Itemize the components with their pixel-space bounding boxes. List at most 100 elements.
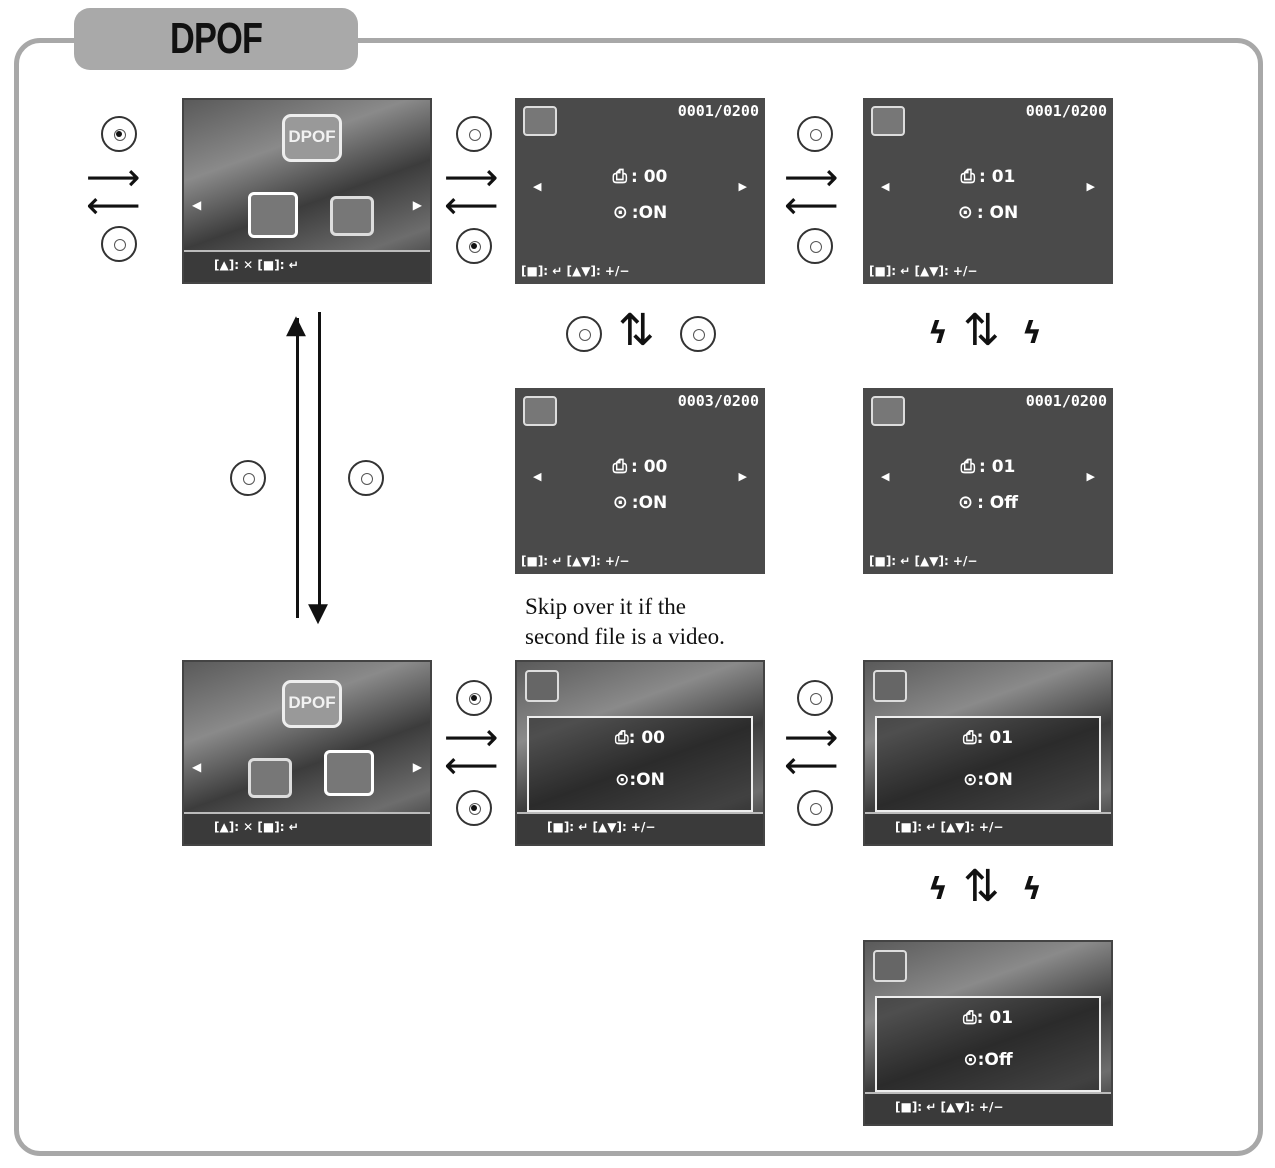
down-flow-line	[318, 312, 321, 610]
clock-icon: ⊙	[613, 492, 628, 513]
dpad-icon	[797, 680, 833, 716]
dpof-menu-screen-top: DPOF ◀ ▶ [▲]: ✕ [■]: ↵	[182, 98, 432, 284]
up-down-arrow-icon: ⇅	[618, 312, 655, 350]
print-count: : 00	[631, 457, 667, 477]
printer-icon: ⎙	[961, 456, 975, 477]
video-thumbnail-icon	[873, 670, 907, 702]
file-counter: 0001/0200	[1026, 392, 1107, 410]
print-count: : 01	[979, 167, 1015, 187]
file-counter: 0001/0200	[1026, 102, 1107, 120]
all-dpof-icon	[330, 196, 374, 236]
left-arrow-icon: ◀	[192, 760, 201, 774]
file-counter: 0001/0200	[678, 102, 759, 120]
printer-icon: ⎙	[615, 728, 629, 748]
dpad-icon	[101, 226, 137, 262]
video-dpof-screen-3: ⎙: 01 ⊙:Off [■]: ↵ [▲▼]: +/−	[863, 940, 1113, 1126]
up-down-arrow-icon: ⇅	[963, 312, 1000, 350]
left-arrow-icon: ⟵	[444, 186, 498, 224]
dpad-icon	[680, 316, 716, 352]
printer-icon: ⎙	[613, 456, 627, 477]
dpad-icon	[456, 680, 492, 716]
title-tab: DPOF	[74, 8, 358, 70]
left-arrow-icon: ⟵	[784, 186, 838, 224]
page-title: DPOF	[170, 14, 262, 64]
screen-footer: [■]: ↵ [▲▼]: +/−	[869, 264, 977, 278]
print-count: : 00	[629, 728, 665, 748]
dpad-icon	[101, 116, 137, 152]
video-dpof-screen-1: ⎙: 00 ⊙:ON [■]: ↵ [▲▼]: +/−	[515, 660, 765, 846]
dpof-setting-screen-2: 0001/0200 ◀ ▶ ⎙: 01 ⊙: ON [■]: ↵ [▲▼]: +…	[863, 98, 1113, 284]
all-dpof-icon	[324, 750, 374, 796]
clock-icon: ⊙	[963, 770, 977, 790]
clock-icon: ⊙	[615, 770, 629, 790]
date-stamp-status: :ON	[632, 203, 667, 223]
date-stamp-status: :ON	[629, 770, 664, 790]
video-skip-note: Skip over it if the second file is a vid…	[525, 592, 725, 652]
left-arrow-icon: ⟵	[784, 746, 838, 784]
clock-icon: ⊙	[963, 1050, 977, 1070]
single-dpof-icon	[248, 758, 292, 798]
date-stamp-status: :ON	[977, 770, 1012, 790]
video-thumbnail-icon	[525, 670, 559, 702]
video-thumbnail-icon	[873, 950, 907, 982]
dpof-setting-screen-1: 0001/0200 ◀ ▶ ⎙: 00 ⊙:ON [■]: ↵ [▲▼]: +/…	[515, 98, 765, 284]
dpad-icon	[348, 460, 384, 496]
setting-panel: ⎙: 01 ⊙:Off	[875, 996, 1101, 1092]
printer-icon: ⎙	[963, 1008, 977, 1028]
dpof-badge: DPOF	[282, 680, 342, 728]
left-arrow-icon: ⟵	[444, 746, 498, 784]
dpad-icon	[456, 116, 492, 152]
print-count: : 01	[979, 457, 1015, 477]
screen-footer: [■]: ↵ [▲▼]: +/−	[521, 554, 629, 568]
screen-footer: [■]: ↵ [▲▼]: +/−	[869, 554, 977, 568]
clock-icon: ⊙	[958, 492, 973, 513]
menu-footer: [▲]: ✕ [■]: ↵	[184, 250, 430, 282]
thumbnail-icon	[523, 106, 557, 136]
flash-icon: ϟ	[1022, 872, 1042, 907]
print-count: : 01	[977, 1008, 1013, 1028]
screen-footer: [■]: ↵ [▲▼]: +/−	[865, 1092, 1111, 1124]
print-count: : 00	[631, 167, 667, 187]
dpad-icon	[566, 316, 602, 352]
date-stamp-status: :Off	[978, 1050, 1013, 1070]
menu-footer: [▲]: ✕ [■]: ↵	[184, 812, 430, 844]
dpof-menu-screen-bottom: DPOF ◀ ▶ [▲]: ✕ [■]: ↵	[182, 660, 432, 846]
printer-icon: ⎙	[613, 166, 627, 187]
date-stamp-status: :ON	[632, 493, 667, 513]
left-arrow-icon: ⟵	[86, 186, 140, 224]
right-arrow-icon: ▶	[413, 760, 422, 774]
flash-icon: ϟ	[928, 872, 948, 907]
print-count: : 01	[977, 728, 1013, 748]
left-arrow-icon: ◀	[192, 198, 201, 212]
printer-icon: ⎙	[963, 728, 977, 748]
thumbnail-icon	[523, 396, 557, 426]
dpof-badge: DPOF	[282, 114, 342, 162]
dpad-icon	[230, 460, 266, 496]
dpad-icon	[456, 790, 492, 826]
file-counter: 0003/0200	[678, 392, 759, 410]
dpad-icon	[456, 228, 492, 264]
clock-icon: ⊙	[613, 202, 628, 223]
dpad-icon	[797, 228, 833, 264]
thumbnail-icon	[871, 106, 905, 136]
down-arrow-icon: ▼	[308, 594, 328, 632]
screen-footer: [■]: ↵ [▲▼]: +/−	[521, 264, 629, 278]
setting-panel: ⎙: 01 ⊙:ON	[875, 716, 1101, 812]
dpof-setting-screen-4: 0001/0200 ◀ ▶ ⎙: 01 ⊙: Off [■]: ↵ [▲▼]: …	[863, 388, 1113, 574]
up-down-arrow-icon: ⇅	[963, 868, 1000, 906]
flash-icon: ϟ	[1022, 316, 1042, 351]
video-dpof-screen-2: ⎙: 01 ⊙:ON [■]: ↵ [▲▼]: +/−	[863, 660, 1113, 846]
right-arrow-icon: ▶	[413, 198, 422, 212]
dpad-icon	[797, 116, 833, 152]
thumbnail-icon	[871, 396, 905, 426]
printer-icon: ⎙	[961, 166, 975, 187]
flash-icon: ϟ	[928, 316, 948, 351]
dpad-icon	[797, 790, 833, 826]
date-stamp-status: : Off	[977, 493, 1018, 513]
screen-footer: [■]: ↵ [▲▼]: +/−	[517, 812, 763, 844]
up-arrow-icon: ▲	[286, 306, 306, 344]
up-flow-line	[296, 318, 299, 618]
dpof-setting-screen-3: 0003/0200 ◀ ▶ ⎙: 00 ⊙:ON [■]: ↵ [▲▼]: +/…	[515, 388, 765, 574]
single-dpof-icon	[248, 192, 298, 238]
setting-panel: ⎙: 00 ⊙:ON	[527, 716, 753, 812]
